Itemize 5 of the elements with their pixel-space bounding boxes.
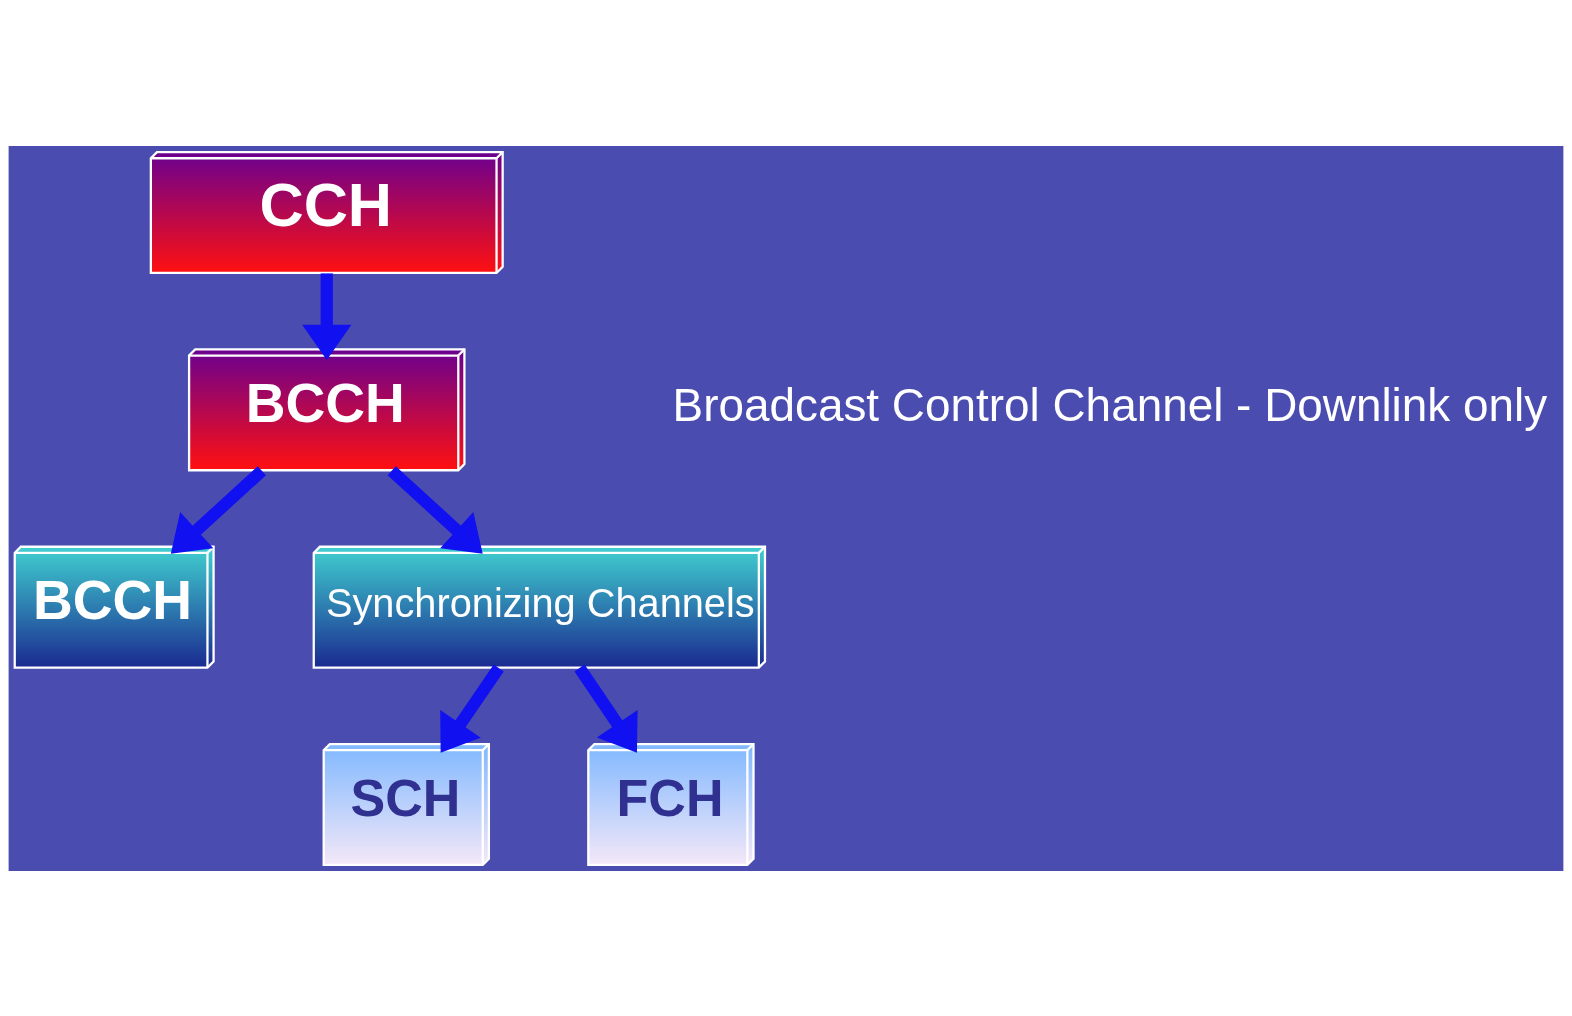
label: Broadcast Control Channel - Downlink only bbox=[672, 378, 1548, 431]
arrow bbox=[574, 664, 638, 753]
arrow bbox=[302, 272, 352, 360]
arrow bbox=[440, 664, 504, 753]
arrow bbox=[387, 465, 483, 554]
